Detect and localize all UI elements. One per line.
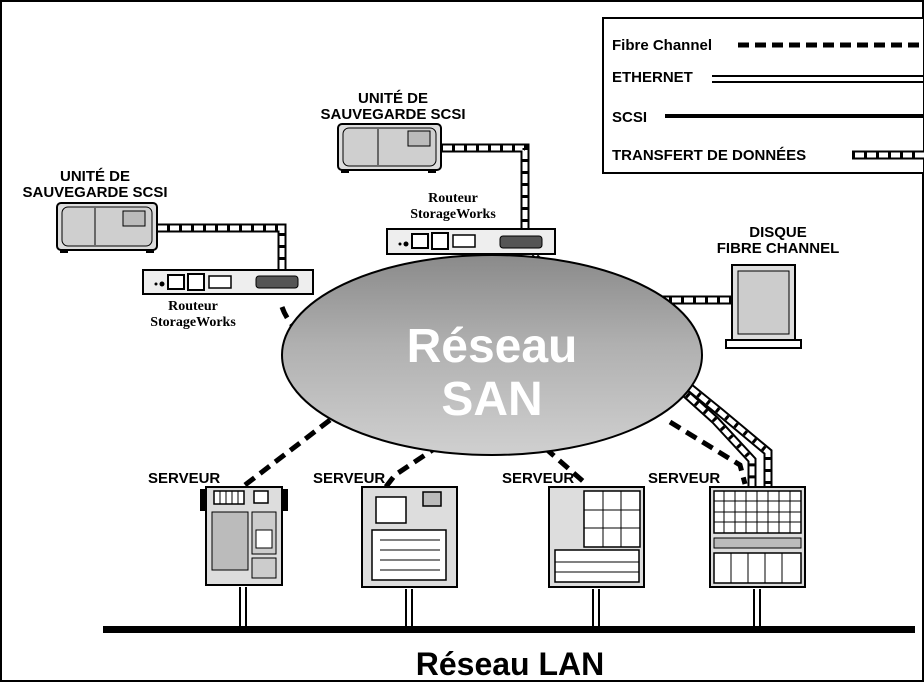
san-label-line1: Réseau [407, 320, 578, 373]
lan-label: Réseau LAN [416, 646, 605, 682]
legend-ethernet-label: ETHERNET [612, 69, 693, 86]
server-4-label: SERVEUR [648, 470, 720, 487]
server-1 [200, 486, 288, 586]
router-center-label-line2: StorageWorks [410, 207, 496, 222]
router-center [386, 228, 556, 255]
router-left [142, 269, 314, 295]
backup-center-label-line1: UNITÉ DE [358, 90, 428, 107]
backup-unit-center [337, 123, 442, 173]
server-2 [361, 486, 458, 588]
server-3-label: SERVEUR [502, 470, 574, 487]
san-label-line2: SAN [441, 373, 542, 426]
router-center-label-line1: Routeur [428, 191, 478, 206]
fibre-channel-disk [725, 264, 802, 349]
router-left-label-line2: StorageWorks [150, 315, 236, 330]
router-left-label-line1: Routeur [168, 299, 218, 314]
backup-left-label-line2: SAUVEGARDE SCSI [22, 184, 167, 201]
server-1-label: SERVEUR [148, 470, 220, 487]
disk-label-line1: DISQUE [749, 224, 807, 241]
server-4 [709, 486, 806, 588]
backup-center-label-line2: SAUVEGARDE SCSI [320, 106, 465, 123]
disk-label-line2: FIBRE CHANNEL [717, 240, 840, 257]
legend-data-transfer-label: TRANSFERT DE DONNÉES [612, 147, 806, 164]
legend: Fibre Channel ETHERNET SCSI TRANSFERT DE… [602, 17, 924, 174]
backup-unit-left [56, 202, 158, 253]
server-3 [548, 486, 645, 588]
legend-scsi-label: SCSI [612, 109, 647, 126]
server-2-label: SERVEUR [313, 470, 385, 487]
lan-bus [103, 626, 915, 633]
legend-fibre-channel-label: Fibre Channel [612, 37, 712, 54]
ethernet-drops [239, 587, 761, 628]
backup-left-label-line1: UNITÉ DE [60, 168, 130, 185]
